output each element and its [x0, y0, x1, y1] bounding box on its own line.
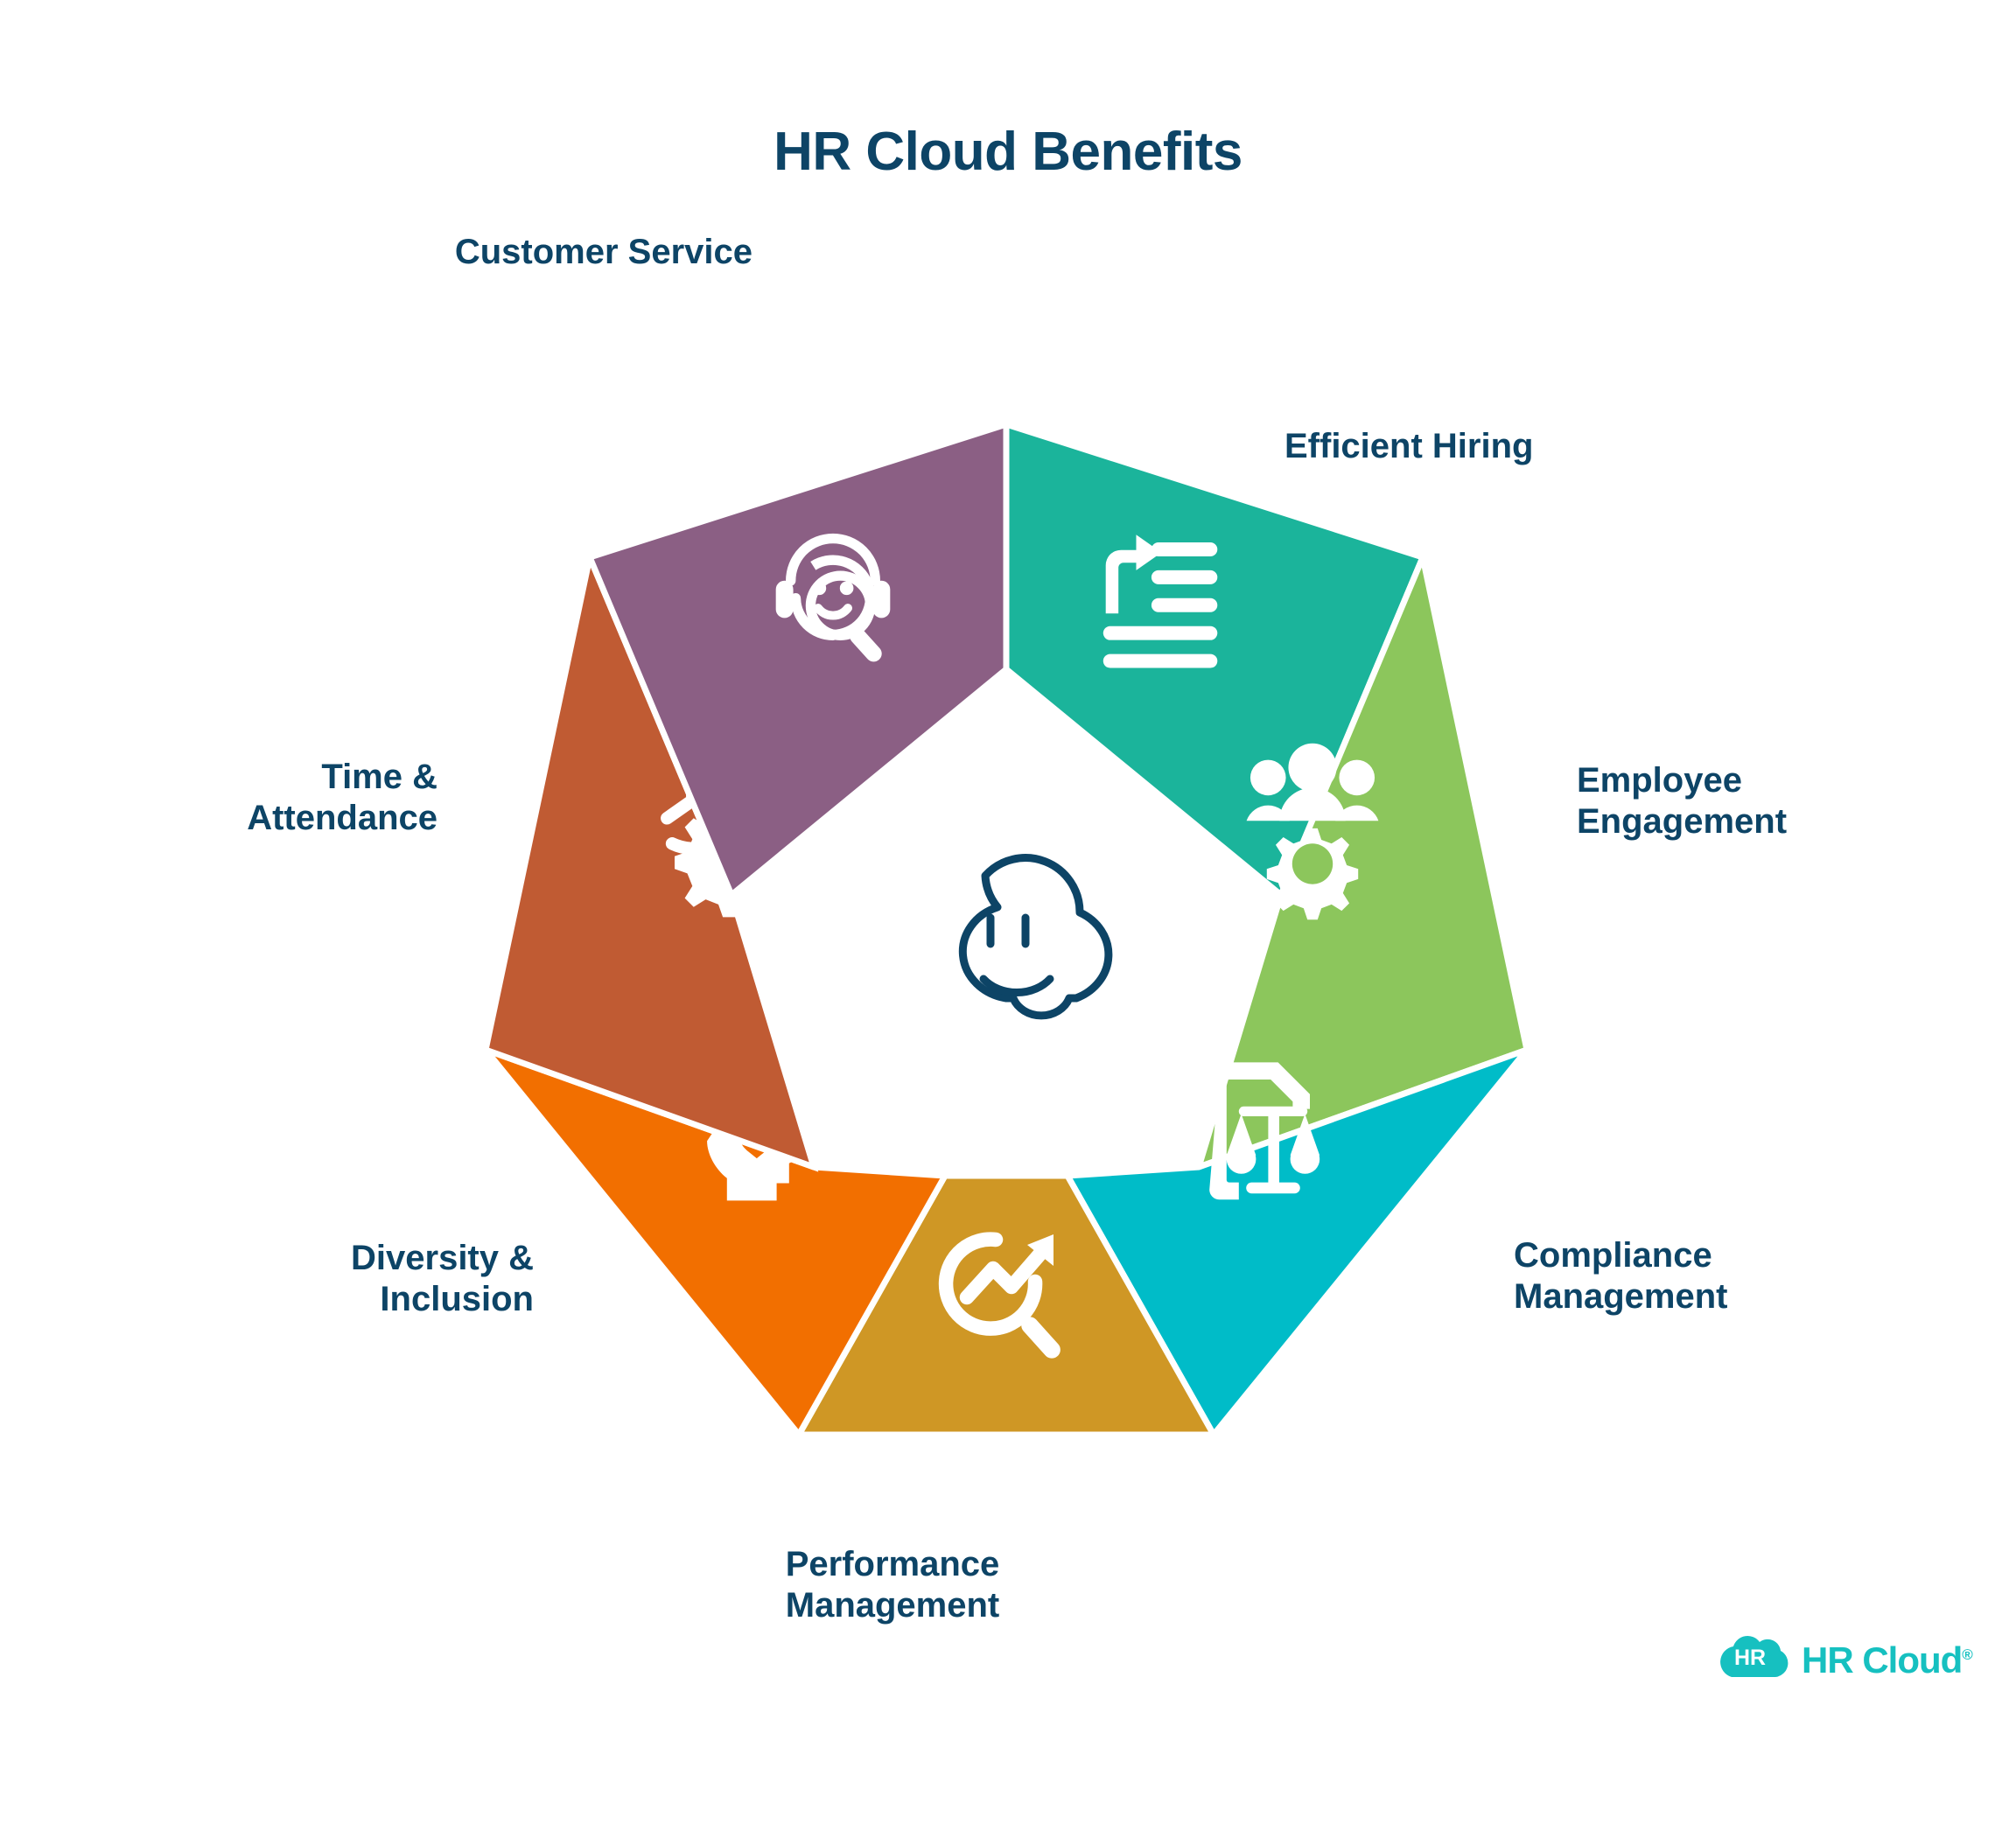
segment-label-customer-service: Customer Service [454, 233, 752, 271]
segment-label-compliance-management: Compliance Management [1514, 1236, 1728, 1317]
segment-label-employee-engagement: Employee Engagement [1577, 761, 1788, 842]
segment-label-time-attendance: Time & Attendance [247, 758, 438, 838]
magnifier-growth-arrow-icon [938, 1232, 1060, 1359]
document-scales-icon [1209, 1062, 1320, 1200]
page-title: HR Cloud Benefits [774, 122, 1242, 182]
people-gear-icon [1246, 743, 1379, 920]
segment-compliance-management[interactable] [1062, 1043, 1536, 1441]
segment-label-efficient-hiring: Efficient Hiring [1284, 427, 1534, 465]
segment-label-diversity-inclusion: Diversity & Inclusion [351, 1239, 534, 1319]
smiling-cloud-icon [958, 854, 1113, 1020]
logo-wordmark: HR Cloud® [1802, 1639, 1973, 1681]
segment-label-performance-management: Performance Management [785, 1545, 1000, 1625]
cloud-logo-icon: HR [1720, 1635, 1788, 1677]
registered-trademark-icon: ® [1962, 1646, 1972, 1663]
hr-cloud-logo: HR HR Cloud® [1711, 1629, 1973, 1692]
logo-wordmark-text: HR Cloud [1802, 1639, 1963, 1681]
hiring-list-arrow-icon [1102, 535, 1218, 668]
segment-customer-service[interactable] [585, 420, 1010, 900]
cloud-logo-mark-text: HR [1734, 1646, 1766, 1670]
segment-employee-engagement[interactable] [1194, 547, 1531, 1172]
headset-support-icon [775, 533, 891, 662]
segment-shape-customer-service[interactable] [585, 420, 1010, 900]
